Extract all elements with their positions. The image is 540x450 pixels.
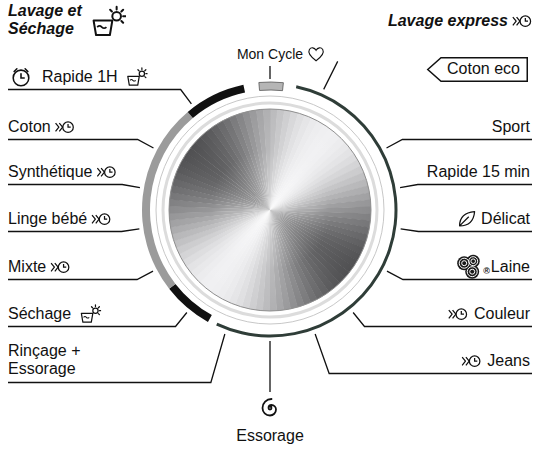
knob-sheen — [169, 109, 371, 311]
bezel-edge — [156, 96, 384, 324]
leader-line — [315, 334, 532, 373]
program-label: Mon Cycle — [237, 46, 303, 62]
dry-band — [169, 284, 212, 322]
program-label: Délicat — [481, 210, 530, 228]
program-icon — [56, 122, 74, 133]
program-icon — [13, 69, 29, 86]
leader-line — [269, 341, 270, 392]
program-label: Rapide 1H — [42, 68, 118, 86]
program-icon — [92, 214, 110, 225]
leader-line — [8, 229, 139, 232]
selector-tag: Coton eco — [427, 57, 528, 82]
group-heading: Lavage et Séchage — [8, 2, 100, 39]
program-label: Jeans — [487, 352, 530, 370]
express-band — [216, 85, 397, 337]
program-icon — [462, 356, 480, 367]
registered-mark: ® — [483, 266, 490, 276]
leader-line — [324, 61, 338, 89]
dry-band — [188, 85, 245, 118]
program-icon — [97, 167, 115, 178]
leader-line — [8, 334, 225, 382]
leader-lines — [8, 61, 532, 392]
leader-line — [8, 90, 191, 104]
icons — [13, 7, 530, 416]
leader-line — [387, 140, 532, 148]
tag-shape — [428, 58, 528, 82]
program-icon — [513, 16, 531, 27]
program-icon — [81, 305, 101, 322]
leader-line — [400, 185, 532, 188]
leader-line — [269, 66, 270, 79]
program-dial — [142, 82, 397, 337]
program-label: Séchage — [8, 305, 71, 323]
program-label: Rapide 15 min — [427, 163, 530, 181]
program-icon — [263, 399, 277, 416]
program-label: Laine — [491, 258, 530, 276]
program-label: Sport — [492, 118, 530, 136]
program-label: Linge bébé — [8, 210, 87, 228]
program-label: Rinçage + Essorage — [8, 342, 108, 379]
program-icon — [449, 309, 467, 320]
tag-label: Coton eco — [427, 57, 528, 81]
program-icon — [94, 7, 126, 35]
program-icon — [457, 255, 480, 279]
wash-dry-band — [142, 112, 193, 289]
leader-line — [8, 140, 153, 148]
program-label: Essorage — [236, 427, 304, 445]
program-label: Synthétique — [8, 163, 93, 181]
leader-line — [401, 229, 532, 232]
program-icon — [51, 262, 69, 273]
group-heading: Lavage express — [388, 12, 508, 30]
program-icon — [128, 68, 148, 85]
program-label: Couleur — [474, 305, 530, 323]
program-label: Mixte — [8, 258, 46, 276]
my-cycle-band — [259, 82, 284, 91]
program-label: Coton — [8, 118, 51, 136]
knob-rim — [169, 109, 371, 311]
knob-metal — [169, 109, 371, 311]
knob-bezel — [163, 103, 377, 317]
program-icon — [309, 48, 324, 61]
program-icon — [460, 212, 475, 226]
leader-line — [8, 185, 140, 188]
